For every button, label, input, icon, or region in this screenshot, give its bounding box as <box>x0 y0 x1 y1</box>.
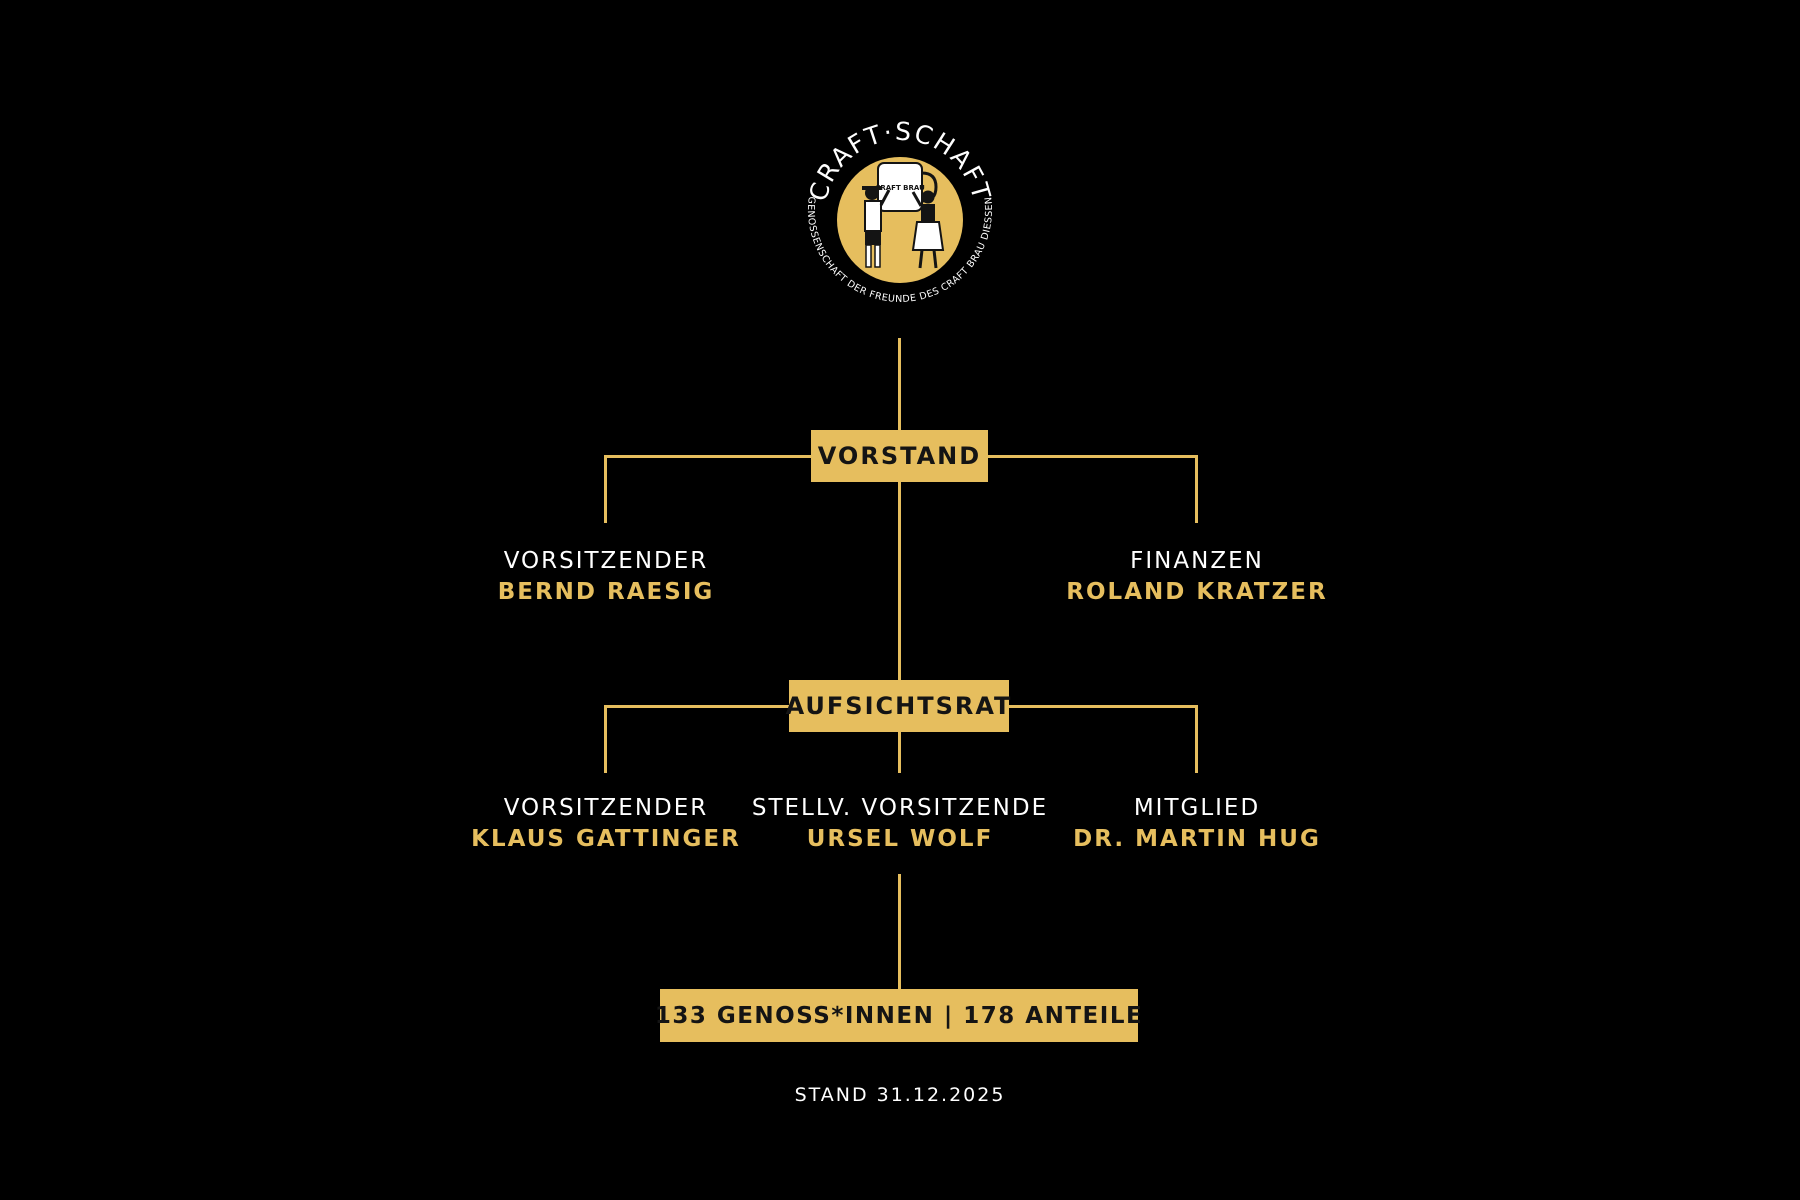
member-name: BERND RAESIG <box>497 579 715 605</box>
connector-aufsichtsrat-center-v <box>898 732 901 773</box>
member-name: KLAUS GATTINGER <box>471 826 741 852</box>
member-role: VORSITZENDER <box>503 548 709 574</box>
aufsichtsrat-member-stellv-vorsitzende: STELLV. VORSITZENDE URSEL WOLF <box>730 793 1070 855</box>
vorstand-member-vorsitzender: VORSITZENDER BERND RAESIG <box>436 546 776 608</box>
vorstand-member-finanzen: FINANZEN ROLAND KRATZER <box>1027 546 1367 608</box>
member-name: ROLAND KRATZER <box>1066 579 1328 605</box>
connector-logo-vorstand <box>898 338 901 430</box>
member-name: DR. MARTIN HUG <box>1073 826 1321 852</box>
vorstand-label: VORSTAND <box>817 442 982 470</box>
stand-date: STAND 31.12.2025 <box>794 1084 1006 1106</box>
man-figure-icon <box>862 186 891 268</box>
member-role: VORSITZENDER <box>503 795 709 821</box>
connector-vorstand-left-v <box>604 455 607 523</box>
connector-vorstand-aufsichtsrat <box>898 480 901 682</box>
aufsichtsrat-member-vorsitzender: VORSITZENDER KLAUS GATTINGER <box>436 793 776 855</box>
craft-schaft-logo: CRAFT·SCHAFT GENOSSENSCHAFT DER FREUNDE … <box>788 103 1012 327</box>
woman-figure-icon <box>911 190 945 269</box>
connector-aufsichtsrat-right-v <box>1195 705 1198 773</box>
summary-label: 133 GENOSS*INNEN | 178 ANTEILE <box>654 1002 1144 1029</box>
connector-aufsichtsrat-left-h <box>604 705 790 708</box>
member-role: FINANZEN <box>1130 548 1264 574</box>
vorstand-box: VORSTAND <box>811 430 988 482</box>
member-role: STELLV. VORSITZENDE <box>751 795 1049 821</box>
svg-text:CRAFT BRAU: CRAFT BRAU <box>875 184 925 192</box>
member-name: URSEL WOLF <box>806 826 994 852</box>
aufsichtsrat-box: AUFSICHTSRAT <box>786 680 1010 732</box>
member-role: MITGLIED <box>1133 795 1261 821</box>
connector-vorstand-right-h <box>986 455 1198 458</box>
connector-aufsichtsrat-right-h <box>1008 705 1198 708</box>
connector-aufsichtsrat-left-v <box>604 705 607 773</box>
summary-box: 133 GENOSS*INNEN | 178 ANTEILE <box>655 989 1142 1042</box>
aufsichtsrat-label: AUFSICHTSRAT <box>785 692 1013 720</box>
connector-to-summary <box>898 874 901 990</box>
connector-vorstand-right-v <box>1195 455 1198 523</box>
connector-vorstand-left-h <box>604 455 812 458</box>
aufsichtsrat-member-mitglied: MITGLIED DR. MARTIN HUG <box>1027 793 1367 855</box>
